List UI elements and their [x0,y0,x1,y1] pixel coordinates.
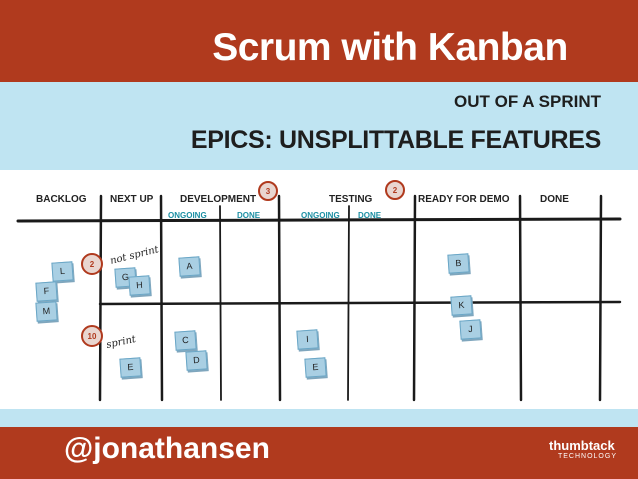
footer-bar [0,427,638,479]
card-d[interactable]: D [185,350,208,371]
thumbtack-logo: thumbtack TECHNOLOGY [549,438,629,460]
card-e-next-up[interactable]: E [119,357,142,378]
column-header-testing: TESTING [329,194,373,205]
column-header-ready-for-demo: READY FOR DEMO [418,194,510,205]
wip-limit-not-sprint-value: 2 [90,260,95,269]
subtitle: OUT OF A SPRINT [453,92,601,111]
logo-main-text: thumbtack [549,438,615,453]
footer-band [0,409,638,427]
card-j[interactable]: J [459,319,482,340]
card-i[interactable]: I [296,329,319,350]
card-a[interactable]: A [178,256,201,277]
lane-label-sprint: sprint [105,334,138,351]
card-b[interactable]: B [447,253,470,274]
card-l[interactable]: L [51,261,74,282]
column-line-backlog [98,194,103,402]
card-h[interactable]: H [128,275,151,296]
test-ongoing-label: ONGOING [301,211,340,220]
page-title: Scrum with Kanban [212,26,568,69]
heading: EPICS: UNSPLITTABLE FEATURES [190,126,601,154]
column-line-done [598,194,603,402]
card-e-testing[interactable]: E [304,357,327,378]
card-f[interactable]: F [35,281,58,302]
column-line-nextup [159,194,164,402]
column-line-test-sub [347,205,350,401]
wip-limit-not-sprint: 2 [81,253,103,275]
lane-label-not-sprint: not sprint [109,244,161,267]
column-header-next-up: NEXT UP [110,194,154,205]
card-m[interactable]: M [35,301,58,322]
card-c[interactable]: C [174,330,197,351]
column-line-ready [518,194,523,402]
column-header-development: DEVELOPMENT [180,194,256,205]
wip-limit-development-value: 3 [266,187,271,196]
lane-divider-line [98,300,622,306]
test-done-label: DONE [358,211,382,220]
card-k[interactable]: K [450,295,473,316]
subtitle-band [0,82,638,170]
wip-limit-testing: 2 [385,180,405,200]
title-bar [0,0,638,82]
wip-limit-development: 3 [258,181,278,201]
column-header-backlog: BACKLOG [36,194,87,205]
column-header-done: DONE [540,194,569,205]
wip-limit-sprint: 10 [81,325,103,347]
dev-ongoing-label: ONGOING [168,211,207,220]
wip-limit-sprint-value: 10 [88,332,97,341]
logo-sub-text: TECHNOLOGY [557,453,617,460]
twitter-handle: @jonathansen [64,432,270,465]
wip-limit-testing-value: 2 [393,186,398,195]
column-line-dev [277,194,282,402]
column-line-dev-sub [219,205,222,401]
dev-done-label: DONE [237,211,261,220]
column-line-test [412,194,417,402]
